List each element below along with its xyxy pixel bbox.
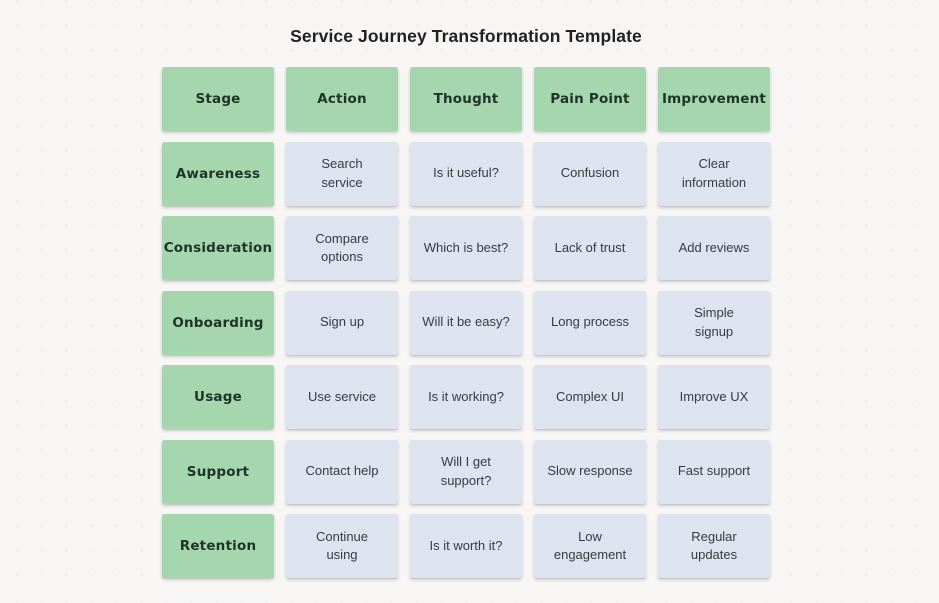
- sticky-note-r3-c2[interactable]: Complex UI: [534, 365, 646, 429]
- stage-note-0[interactable]: Awareness: [162, 141, 274, 206]
- sticky-note-r5-c0[interactable]: Continue using: [286, 514, 398, 578]
- sticky-note-r1-c2[interactable]: Lack of trust: [534, 216, 646, 280]
- sticky-note-r2-c3[interactable]: Simple signup: [658, 290, 770, 355]
- stage-note-1[interactable]: Consideration: [162, 216, 274, 280]
- sticky-note-r4-c2[interactable]: Slow response: [534, 439, 646, 504]
- sticky-note-r1-c0[interactable]: Compare options: [286, 216, 398, 280]
- sticky-note-r3-c0[interactable]: Use service: [286, 365, 398, 429]
- header-note-3[interactable]: Pain Point: [534, 67, 646, 131]
- stage-note-5[interactable]: Retention: [162, 514, 274, 578]
- sticky-note-r5-c2[interactable]: Low engagement: [534, 514, 646, 578]
- sticky-note-r4-c3[interactable]: Fast support: [658, 439, 770, 504]
- sticky-note-r1-c1[interactable]: Which is best?: [410, 216, 522, 280]
- header-note-2[interactable]: Thought: [410, 67, 522, 131]
- sticky-note-r3-c1[interactable]: Is it working?: [410, 365, 522, 429]
- header-note-1[interactable]: Action: [286, 67, 398, 131]
- sticky-note-r0-c2[interactable]: Confusion: [534, 141, 646, 206]
- sticky-note-r3-c3[interactable]: Improve UX: [658, 365, 770, 429]
- page-title: Service Journey Transformation Template: [290, 26, 642, 46]
- sticky-note-r1-c3[interactable]: Add reviews: [658, 216, 770, 280]
- stage-note-4[interactable]: Support: [162, 439, 274, 504]
- sticky-note-r2-c1[interactable]: Will it be easy?: [410, 290, 522, 355]
- sticky-note-r2-c2[interactable]: Long process: [534, 290, 646, 355]
- header-note-0[interactable]: Stage: [162, 67, 274, 131]
- sticky-note-r4-c0[interactable]: Contact help: [286, 439, 398, 504]
- sticky-note-r0-c3[interactable]: Clear information: [658, 141, 770, 206]
- sticky-note-r5-c3[interactable]: Regular updates: [658, 514, 770, 578]
- sticky-note-r2-c0[interactable]: Sign up: [286, 290, 398, 355]
- sticky-note-r4-c1[interactable]: Will I get support?: [410, 439, 522, 504]
- sticky-note-r5-c1[interactable]: Is it worth it?: [410, 514, 522, 578]
- stage-note-3[interactable]: Usage: [162, 365, 274, 429]
- sticky-note-r0-c1[interactable]: Is it useful?: [410, 141, 522, 206]
- header-note-4[interactable]: Improvement: [658, 67, 770, 131]
- stage-note-2[interactable]: Onboarding: [162, 290, 274, 355]
- sticky-note-r0-c0[interactable]: Search service: [286, 141, 398, 206]
